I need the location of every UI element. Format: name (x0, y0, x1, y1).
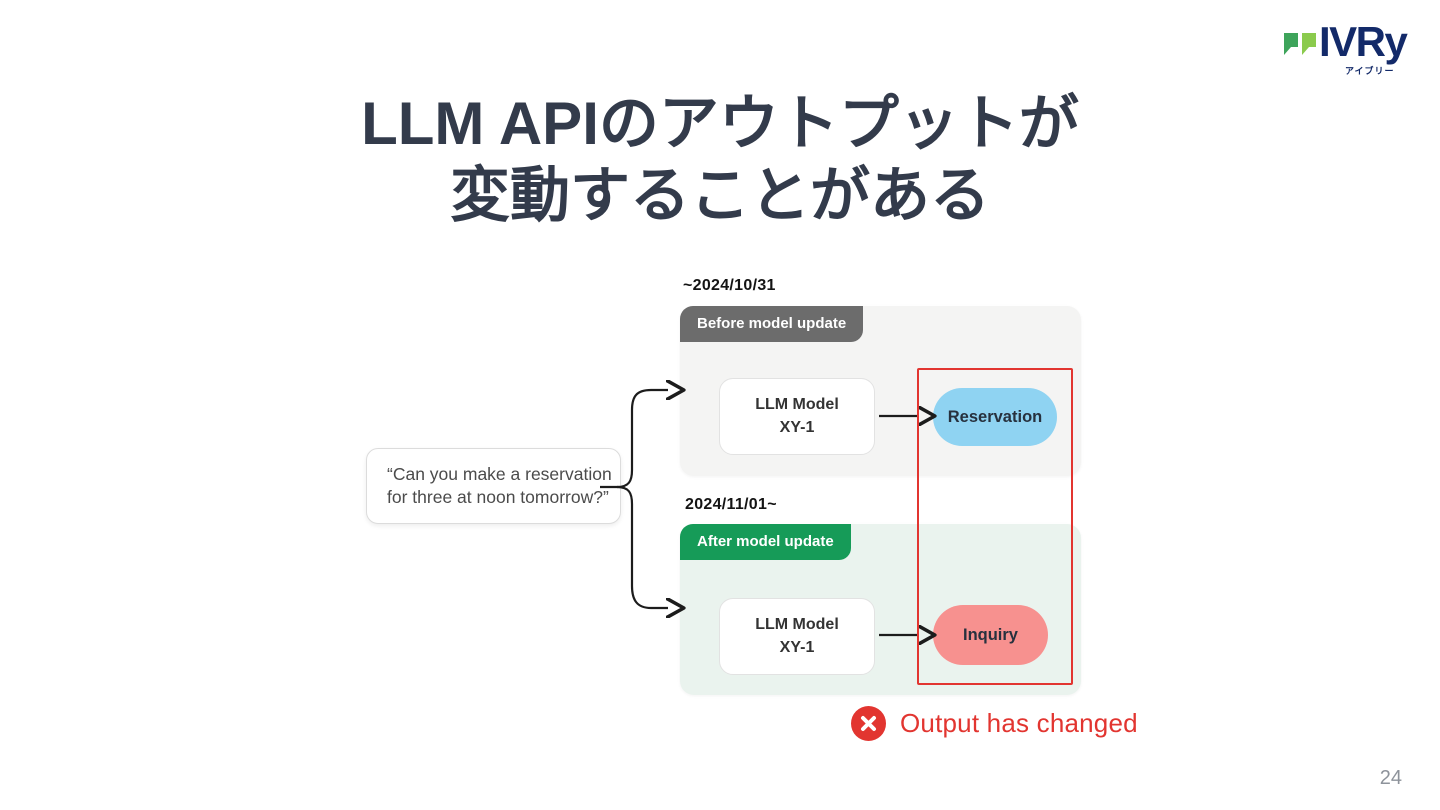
ivry-logo: IVRy アイブリー (1283, 18, 1423, 76)
after-date-label: 2024/11/01~ (685, 496, 777, 513)
llm-model-box-after: LLM Model XY-1 (719, 598, 875, 675)
slide-title-line1: LLM APIのアウトプットが (361, 90, 1079, 157)
before-model-update-panel: Before model update LLM Model XY-1 Reser… (680, 306, 1081, 476)
llm-model-name: LLM Model (755, 616, 839, 634)
x-circle-icon (851, 706, 886, 741)
output-changed-callout: Output has changed (851, 706, 1138, 741)
ivry-quote-marks-icon (1284, 33, 1316, 55)
llm-model-version: XY-1 (779, 638, 815, 656)
user-utterance-bubble: “Can you make a reservation for three at… (366, 448, 621, 524)
user-utterance-line2: for three at noon tomorrow?” (387, 487, 609, 507)
llm-model-version: XY-1 (779, 418, 815, 436)
output-highlight-box (917, 368, 1073, 685)
llm-model-name: LLM Model (755, 396, 839, 414)
ivry-wordmark-katakana: アイブリー (1345, 66, 1395, 76)
llm-model-box-before: LLM Model XY-1 (719, 378, 875, 455)
output-changed-label: Output has changed (900, 708, 1138, 738)
output-inquiry-pill: Inquiry (933, 605, 1048, 665)
page-number: 24 (1379, 767, 1402, 789)
slide-title: LLM APIのアウトプットが 変動することがある (0, 88, 1440, 232)
slide-title-line2: 変動することがある (450, 162, 990, 229)
user-utterance-line1: “Can you make a reservation (387, 463, 612, 484)
ivry-wordmark: IVRy (1319, 18, 1408, 65)
after-model-update-badge: After model update (680, 524, 851, 560)
after-model-update-panel: After model update LLM Model XY-1 Inquir… (680, 524, 1081, 695)
output-reservation-pill: Reservation (933, 388, 1057, 446)
before-date-label: ~2024/10/31 (683, 277, 776, 294)
before-model-update-badge: Before model update (680, 306, 864, 342)
